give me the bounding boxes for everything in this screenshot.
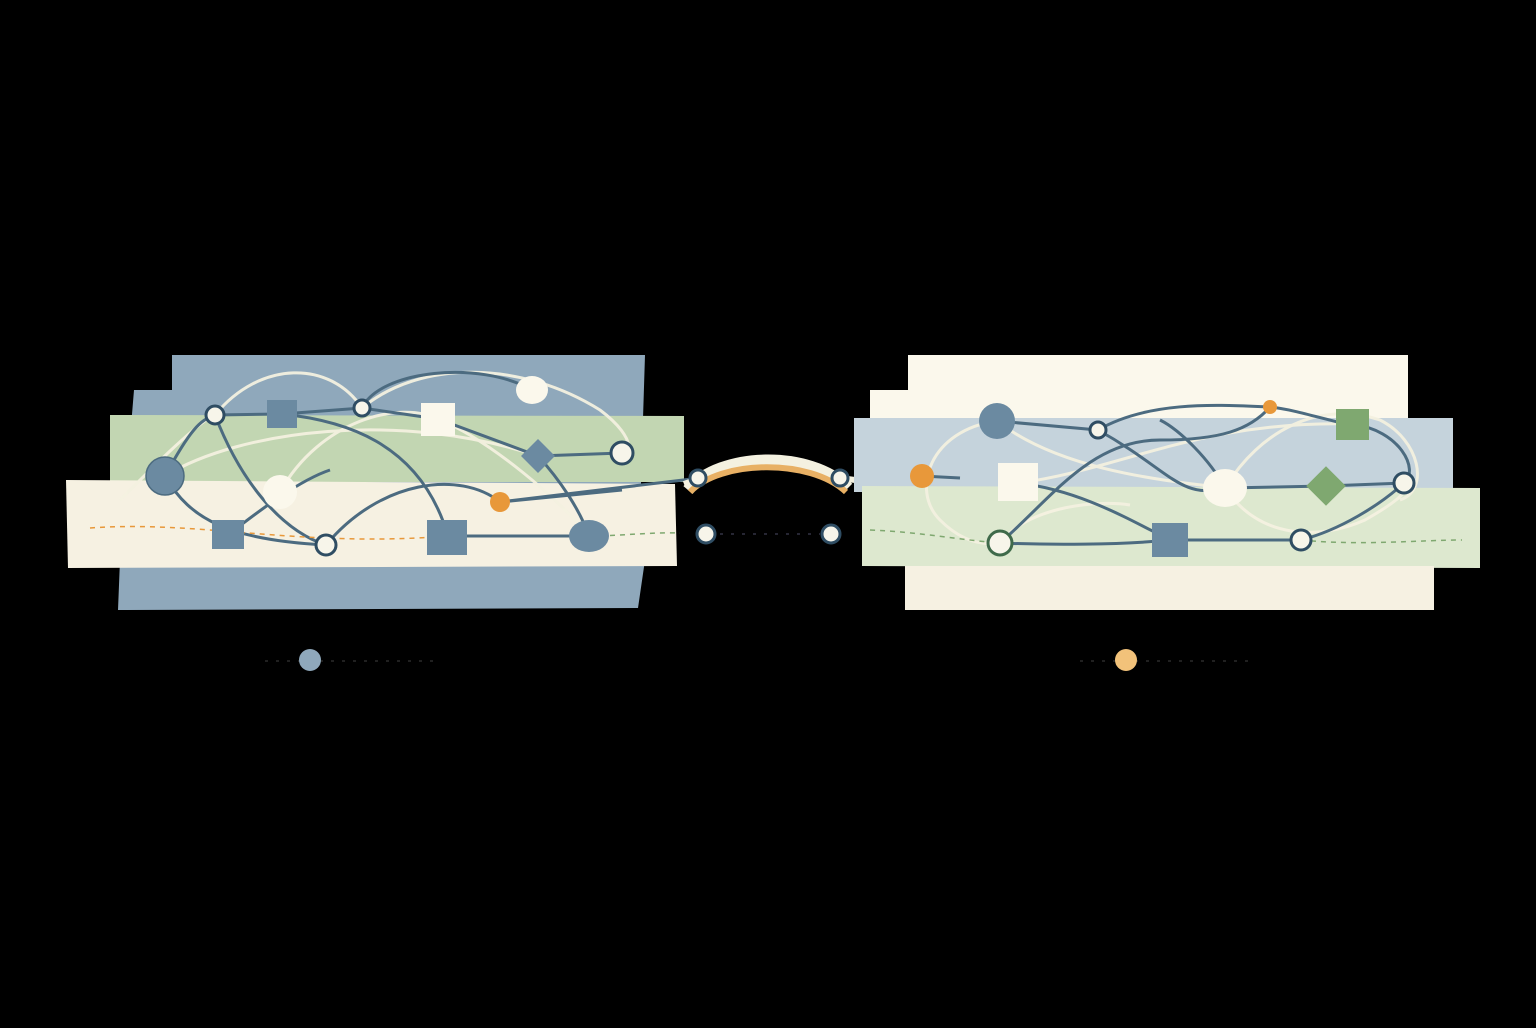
right-node-square-light <box>998 463 1038 501</box>
right-node-square-green <box>1336 409 1369 440</box>
left-node-diamond <box>521 439 555 473</box>
legend-right <box>1080 649 1255 671</box>
left-node-ring <box>204 404 226 426</box>
right-node-ring <box>1088 420 1108 440</box>
left-node-circle <box>569 520 609 552</box>
right-node-square <box>1152 523 1188 557</box>
left-node-hub <box>145 456 185 496</box>
left-node-square <box>427 520 467 555</box>
left-node-circle-light <box>263 475 297 509</box>
left-node-dot-orange <box>490 492 510 512</box>
right-node-dot-orange <box>910 464 934 488</box>
right-sheet-ivory-low <box>905 566 1434 610</box>
legend-left <box>265 649 440 671</box>
bridge-lower-ring <box>695 523 717 545</box>
legend-right-circle-icon <box>1115 649 1137 671</box>
right-node-ring-green <box>986 529 1014 557</box>
right-dashed-trail-2 <box>1300 539 1463 544</box>
right-cluster <box>854 355 1480 610</box>
left-node-ring <box>352 398 372 418</box>
right-node-hub <box>979 403 1015 439</box>
right-node-ring <box>1392 471 1416 495</box>
right-node-circle-light <box>1203 469 1247 507</box>
left-node-square <box>212 520 244 549</box>
right-node-dot-orange <box>1263 400 1277 414</box>
left-sheet-blue-tab <box>134 390 174 420</box>
left-node-ring <box>609 440 635 466</box>
legend-left-circle-icon <box>299 649 321 671</box>
bridge-end-ring <box>830 468 850 488</box>
left-node-square <box>267 400 297 428</box>
bridge-end-ring <box>688 468 708 488</box>
left-sheet-green <box>110 415 684 482</box>
left-dashed-trail-2 <box>589 532 681 537</box>
left-node-square-light <box>421 403 455 436</box>
bridge-lower-ring <box>820 523 842 545</box>
left-nodes <box>145 376 635 557</box>
left-node-circle-light <box>516 376 548 404</box>
left-cluster <box>66 355 701 610</box>
left-node-ring <box>314 533 338 557</box>
right-node-ring <box>1289 528 1313 552</box>
left-dashed-trail <box>89 525 449 540</box>
